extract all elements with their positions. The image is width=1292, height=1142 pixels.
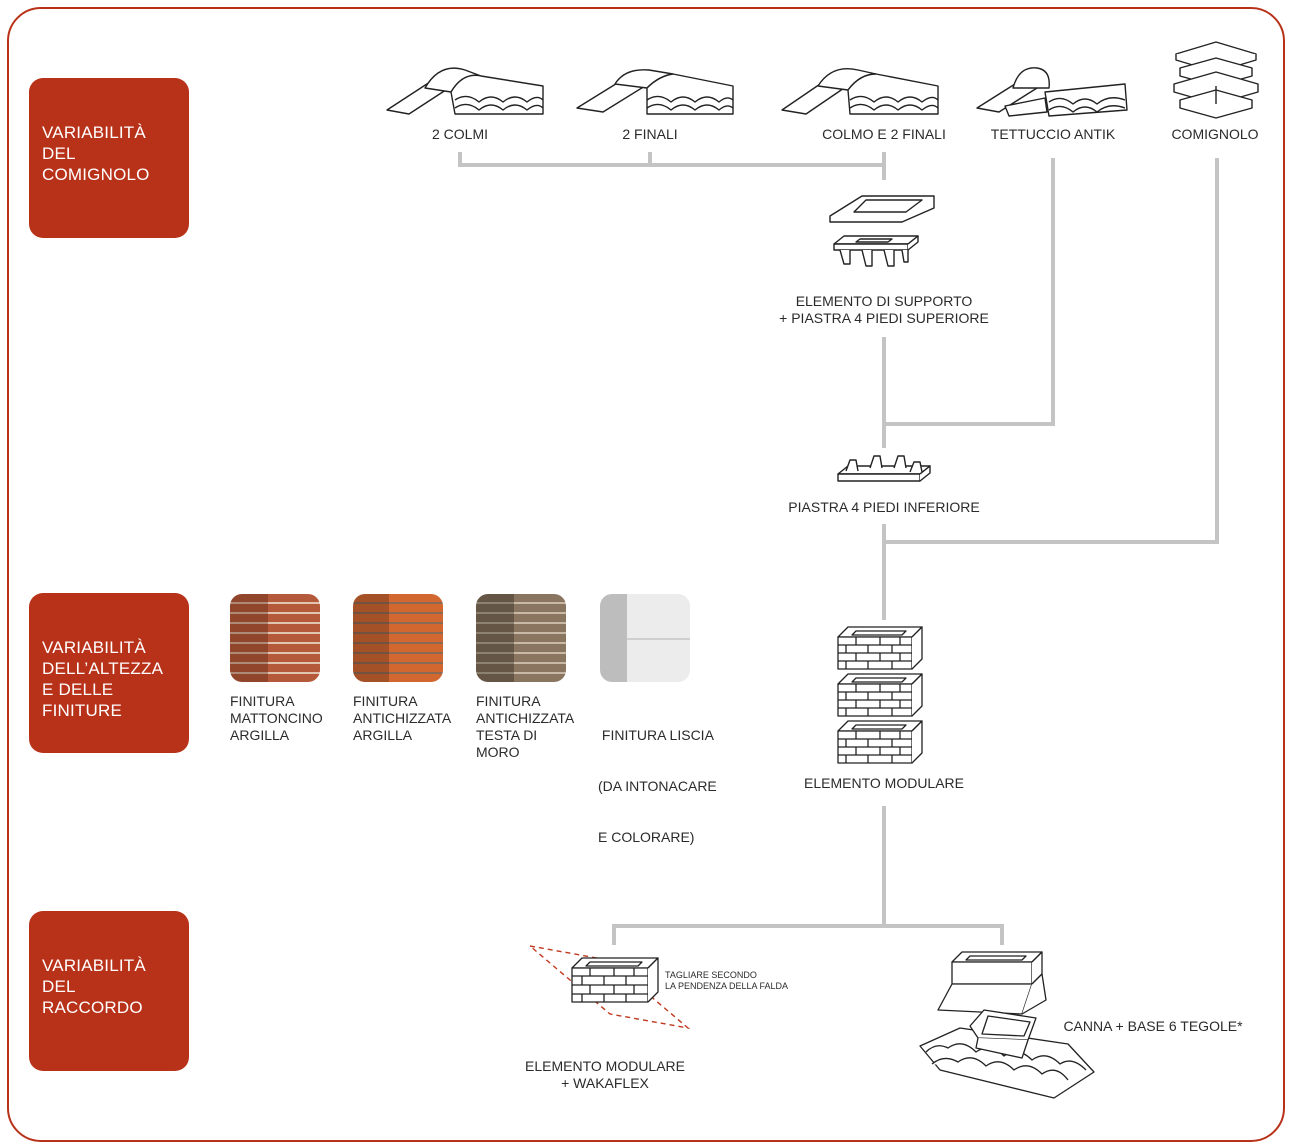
swatch-joint xyxy=(627,638,690,640)
canna-base-icon xyxy=(919,951,1095,1099)
section-line: COMIGNOLO xyxy=(42,165,150,184)
finish-line: ANTICHIZZATA xyxy=(353,710,452,726)
support-label: ELEMENTO DI SUPPORTO + PIASTRA 4 PIEDI S… xyxy=(764,293,1004,327)
finish-line: ANTICHIZZATA xyxy=(476,710,575,726)
cut-note: TAGLIARE SECONDO LA PENDENZA DELLA FALDA xyxy=(665,970,788,992)
finish-line: MATTONCINO xyxy=(230,710,323,726)
section-raccordo: VARIABILITÀ DEL RACCORDO xyxy=(29,911,189,1071)
tettuccio-antik-icon xyxy=(976,67,1128,117)
cap-label-colmo-finali: COLMO E 2 FINALI xyxy=(822,126,946,142)
section-line: VARIABILITÀ xyxy=(42,956,146,975)
swatch-mattoncino-argilla xyxy=(230,594,320,682)
finish-line: FINITURA xyxy=(353,693,418,709)
swatch-liscia xyxy=(600,594,690,682)
cap-label-2-colmi: 2 COLMI xyxy=(431,126,488,142)
support-label-line: + PIASTRA 4 PIEDI SUPERIORE xyxy=(779,310,989,326)
piastra-inferiore-label: PIASTRA 4 PIEDI INFERIORE xyxy=(788,499,980,515)
finish-line: TESTA DI xyxy=(476,727,538,743)
finish-label-1: FINITURA MATTONCINO ARGILLA xyxy=(230,693,323,744)
cap-label-2-finali: 2 FINALI xyxy=(622,126,678,142)
two-colmi-icon xyxy=(386,67,544,115)
elemento-modulare-icon xyxy=(837,626,923,764)
elemento-modulare-label: ELEMENTO MODULARE xyxy=(804,775,964,791)
canna-label: CANNA + BASE 6 TEGOLE* xyxy=(1063,1018,1243,1034)
section-line: E DELLE xyxy=(42,680,114,699)
section-line: DEL xyxy=(42,144,76,163)
wakaflex-icon xyxy=(527,944,691,1030)
section-altezza-finiture: VARIABILITÀ DELL’ALTEZZA E DELLE FINITUR… xyxy=(29,593,189,753)
finish-label-3: FINITURA ANTICHIZZATA TESTA DI MORO xyxy=(476,693,574,761)
section-line: DEL xyxy=(42,977,76,996)
comignolo-icon xyxy=(1173,41,1259,119)
two-finali-icon xyxy=(576,69,734,115)
support-element-icon xyxy=(829,195,935,267)
finish-line: ARGILLA xyxy=(230,727,290,743)
finish-line: E COLORARE) xyxy=(598,829,695,845)
section-line: VARIABILITÀ xyxy=(42,638,146,657)
finish-line: (DA INTONACARE xyxy=(598,778,717,794)
finish-label-4: FINITURA LISCIA (DA INTONACARE E COLORAR… xyxy=(598,693,717,863)
support-label-line: ELEMENTO DI SUPPORTO xyxy=(795,293,973,309)
finish-line: FINITURA xyxy=(230,693,295,709)
finish-line: FINITURA LISCIA xyxy=(598,727,714,743)
cap-label-tettuccio: TETTUCCIO ANTIK xyxy=(990,126,1116,142)
section-line: VARIABILITÀ xyxy=(42,123,146,142)
section-comignolo: VARIABILITÀ DEL COMIGNOLO xyxy=(29,78,189,238)
wakaflex-label-line: ELEMENTO MODULARE xyxy=(525,1058,685,1074)
finish-line: ARGILLA xyxy=(353,727,413,743)
piastra-inferiore-icon xyxy=(837,455,931,482)
wakaflex-label-line: + WAKAFLEX xyxy=(561,1075,649,1091)
colmo-finali-icon xyxy=(781,68,939,115)
section-line: FINITURE xyxy=(42,701,122,720)
cut-note-line: TAGLIARE SECONDO xyxy=(665,970,757,980)
finish-line: FINITURA xyxy=(476,693,541,709)
section-line: DELL’ALTEZZA xyxy=(42,659,164,678)
finish-label-2: FINITURA ANTICHIZZATA ARGILLA xyxy=(353,693,451,744)
swatch-antichizzata-argilla xyxy=(353,594,443,682)
finish-line: MORO xyxy=(476,744,520,760)
cap-label-comignolo: COMIGNOLO xyxy=(1171,126,1259,142)
swatch-antichizzata-testa-di-moro xyxy=(476,594,566,682)
section-line: RACCORDO xyxy=(42,998,143,1017)
cut-note-line: LA PENDENZA DELLA FALDA xyxy=(665,981,789,991)
wakaflex-label: ELEMENTO MODULARE + WAKAFLEX xyxy=(490,1058,720,1092)
